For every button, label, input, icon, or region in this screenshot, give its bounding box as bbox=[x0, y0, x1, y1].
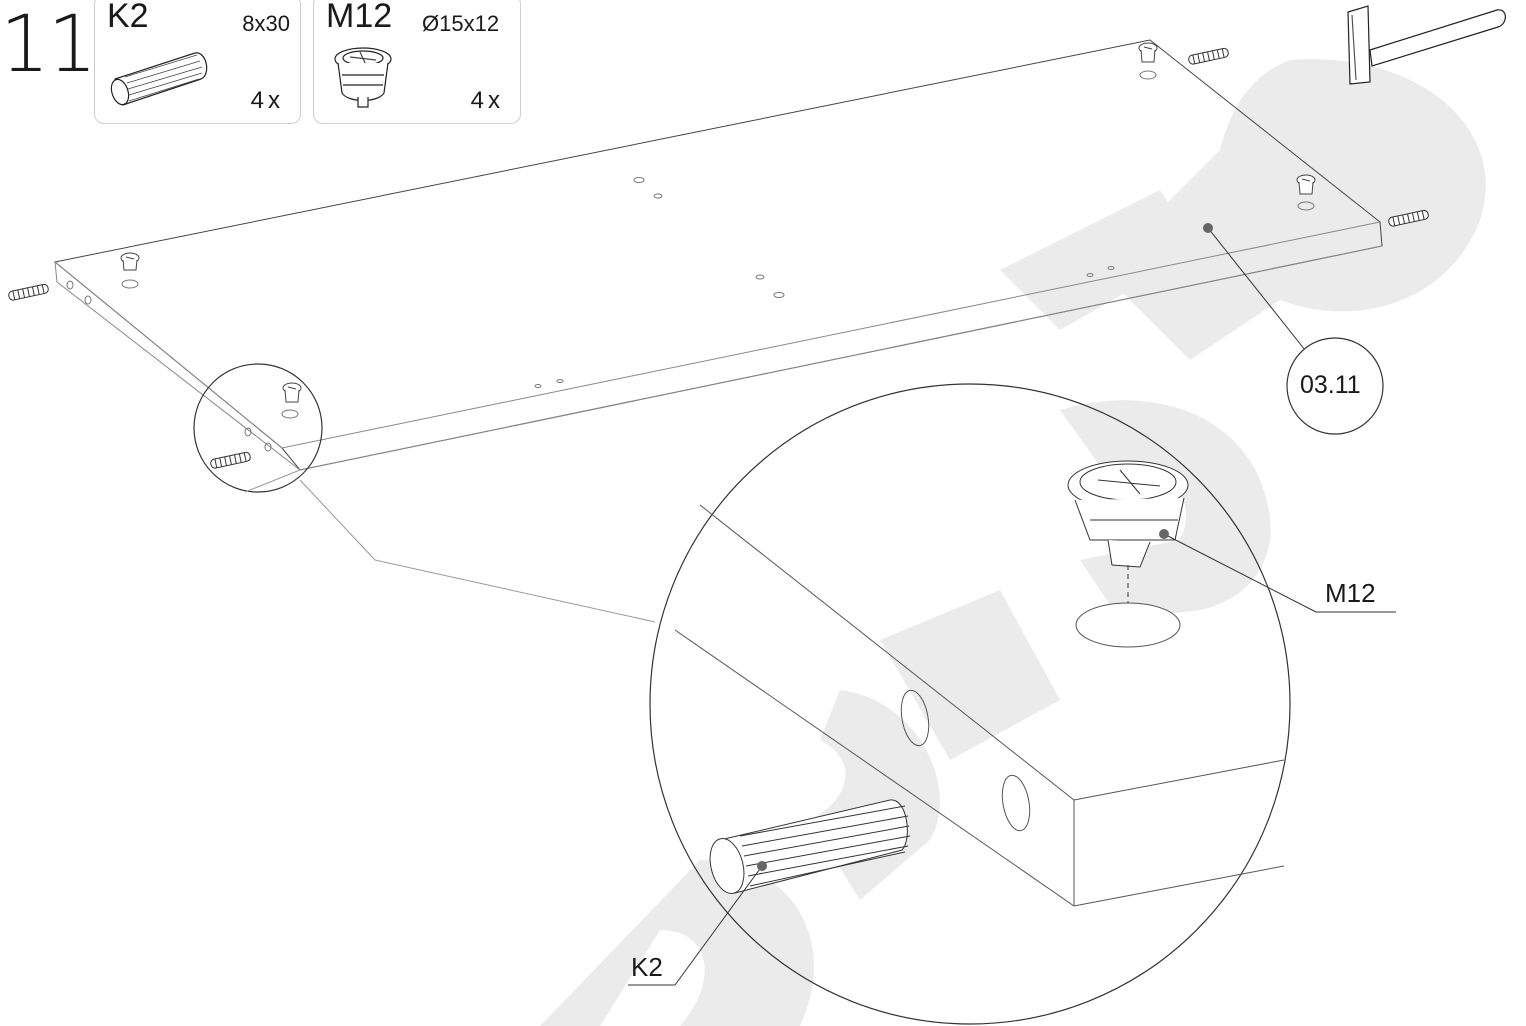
panel-holes bbox=[66, 70, 1315, 452]
watermark bbox=[540, 59, 1486, 1026]
cam-lock-small-icons bbox=[120, 42, 1316, 403]
detail-view bbox=[628, 383, 1396, 1025]
part-size: 8x30 bbox=[242, 11, 290, 36]
dowel-small-icons bbox=[8, 47, 1429, 469]
cam-lock-icon bbox=[334, 47, 392, 108]
panel-ref-label: 03.11 bbox=[1300, 371, 1361, 399]
detail-connector-lines bbox=[244, 469, 656, 623]
part-card-k2: K2 8x30 4x bbox=[94, 0, 301, 124]
part-quantity: 4x bbox=[250, 87, 284, 114]
dowel-callout-label: K2 bbox=[631, 952, 663, 982]
wooden-dowel-icon bbox=[110, 52, 208, 106]
part-code: K2 bbox=[107, 0, 149, 35]
cam-lock-detail-icon bbox=[1067, 460, 1189, 648]
step-number: 11 bbox=[0, 0, 97, 90]
part-quantity: 4x bbox=[470, 87, 504, 114]
detail-source-circle bbox=[193, 363, 323, 493]
part-code: M12 bbox=[326, 0, 393, 35]
hammer-icon bbox=[1347, 5, 1506, 85]
dowel-detail-icon bbox=[709, 799, 911, 894]
part-size: Ø15x12 bbox=[422, 11, 500, 36]
part-card-m12: M12 Ø15x12 4x bbox=[313, 0, 521, 124]
panel bbox=[53, 39, 1383, 471]
panel-ref-callout bbox=[1203, 223, 1384, 435]
cam-lock-callout-label: M12 bbox=[1325, 578, 1376, 608]
detail-circle bbox=[649, 383, 1291, 1025]
